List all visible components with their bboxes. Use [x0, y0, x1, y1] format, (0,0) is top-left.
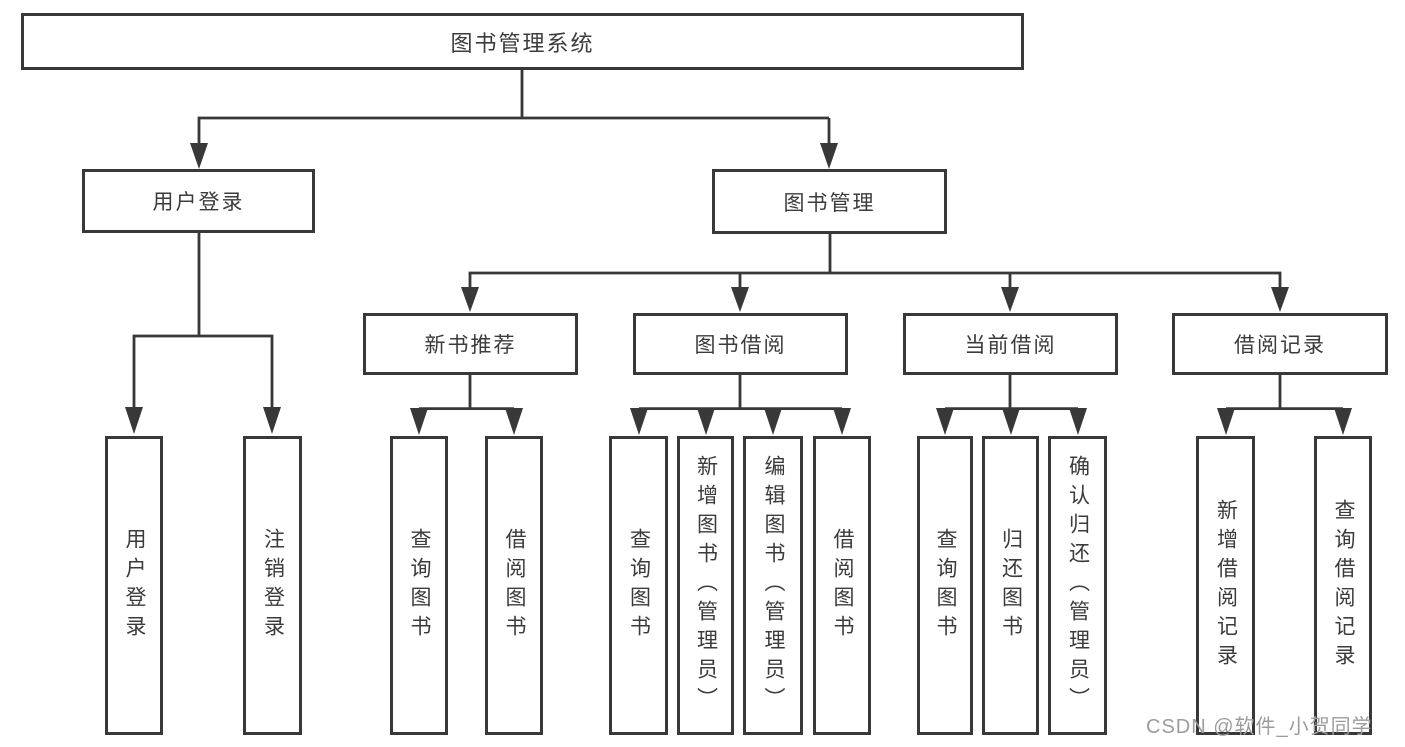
node-label: 用户登录 [152, 191, 245, 214]
node-label: 注销登录 [261, 527, 285, 644]
node-label: 查询图书 [408, 527, 432, 644]
arrow-down-icon [263, 407, 281, 434]
node-book-borrowing: 图书借阅 [633, 313, 848, 375]
node-leaf-query-books-2: 查询图书 [609, 436, 668, 735]
node-leaf-borrow-books-1: 借阅图书 [485, 436, 543, 735]
node-leaf-return-books: 归还图书 [982, 436, 1039, 735]
arrow-down-icon [731, 287, 749, 312]
node-leaf-logout: 注销登录 [243, 436, 302, 735]
arrow-down-icon [764, 408, 782, 435]
node-leaf-query-books-3: 查询图书 [917, 436, 973, 735]
node-label: 确认归还（管理员） [1066, 455, 1090, 716]
arrow-down-icon [410, 408, 428, 435]
node-leaf-query-borrow-record: 查询借阅记录 [1314, 436, 1372, 735]
arrowhead-icons [125, 143, 1352, 435]
node-current-borrowing: 当前借阅 [903, 313, 1118, 375]
node-label: 查询借阅记录 [1332, 498, 1356, 673]
node-label: 新增借阅记录 [1214, 498, 1238, 673]
node-label: 图书管理系统 [450, 30, 595, 56]
arrow-down-icon [125, 407, 143, 434]
node-label: 借阅图书 [503, 527, 527, 644]
arrow-down-icon [1001, 287, 1019, 312]
node-root-library-system: 图书管理系统 [21, 13, 1024, 70]
node-label: 借阅记录 [1234, 334, 1326, 357]
arrow-down-icon [1217, 408, 1235, 435]
arrow-down-icon [820, 143, 838, 169]
node-label: 借阅图书 [831, 527, 855, 644]
node-label: 用户登录 [123, 527, 147, 644]
node-leaf-add-books-admin: 新增图书（管理员） [677, 436, 734, 735]
arrow-down-icon [190, 143, 208, 169]
node-new-book-recommend: 新书推荐 [363, 313, 578, 375]
node-label: 查询图书 [627, 527, 651, 644]
node-label: 新书推荐 [424, 334, 517, 357]
node-borrowing-records: 借阅记录 [1172, 313, 1388, 375]
arrow-down-icon [505, 408, 523, 435]
node-leaf-confirm-return-admin: 确认归还（管理员） [1048, 436, 1107, 735]
arrow-down-icon [936, 408, 954, 435]
node-label: 图书借阅 [694, 334, 787, 357]
node-label: 图书管理 [783, 191, 876, 215]
node-label: 当前借阅 [964, 334, 1057, 357]
node-book-management-module: 图书管理 [712, 169, 947, 234]
arrow-down-icon [1069, 408, 1087, 435]
watermark: CSDN @软件_小贺同学 [1146, 716, 1373, 738]
node-label: 编辑图书（管理员） [762, 455, 786, 716]
node-user-login-module: 用户登录 [82, 169, 315, 233]
node-leaf-borrow-books-2: 借阅图书 [813, 436, 871, 735]
arrow-down-icon [1271, 287, 1289, 312]
node-leaf-user-login: 用户登录 [105, 436, 163, 735]
node-label: 新增图书（管理员） [694, 455, 718, 716]
arrow-down-icon [1334, 408, 1352, 435]
arrow-down-icon [1002, 408, 1020, 435]
arrow-down-icon [833, 408, 851, 435]
node-label: 归还图书 [999, 527, 1023, 644]
arrow-down-icon [461, 287, 479, 312]
node-leaf-edit-books-admin: 编辑图书（管理员） [743, 436, 803, 735]
node-label: 查询图书 [934, 527, 958, 644]
node-leaf-add-borrow-record: 新增借阅记录 [1196, 436, 1255, 735]
node-leaf-query-books-1: 查询图书 [390, 436, 448, 735]
arrow-down-icon [697, 408, 715, 435]
arrow-down-icon [630, 408, 648, 435]
